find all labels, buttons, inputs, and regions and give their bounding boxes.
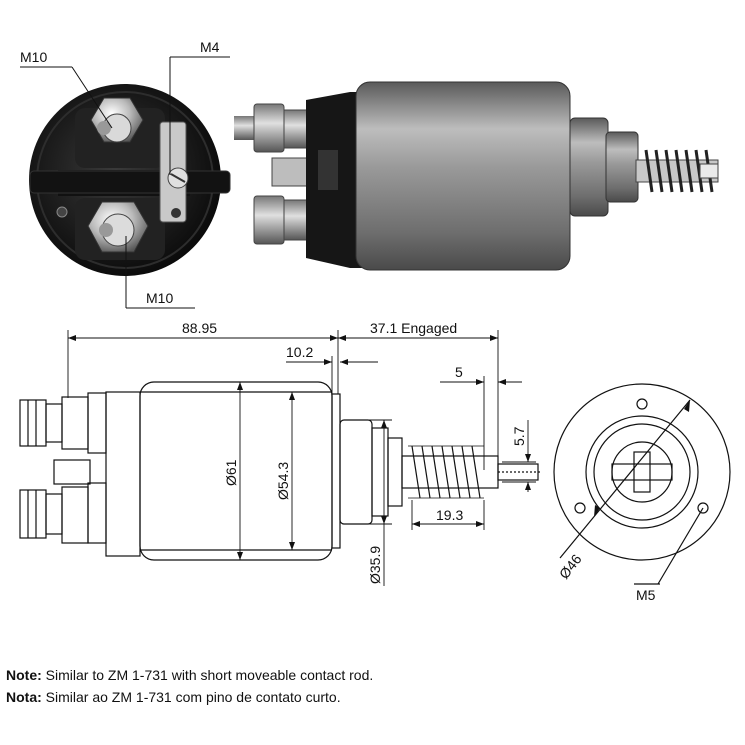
notes: Note: Similar to ZM 1-731 with short mov… (6, 664, 373, 708)
dim-bolt-circle: Ø46 (556, 551, 585, 582)
front-arrows (594, 400, 690, 517)
dimension-arrows (68, 335, 531, 560)
label-m10-bottom: M10 (146, 290, 173, 306)
dim-spring-len: 19.3 (436, 507, 463, 523)
side-view-photo (234, 81, 719, 271)
label-m10-top: M10 (20, 49, 47, 65)
note-english: Note: Similar to ZM 1-731 with short mov… (6, 667, 374, 683)
dim-inner-dia: Ø54.3 (275, 462, 291, 500)
dim-body-dia: Ø61 (223, 459, 239, 486)
dim-nose-dia: Ø35.9 (367, 546, 383, 584)
m4-screw-icon (56, 121, 189, 223)
m10-bottom-bolt-icon (87, 201, 149, 253)
dim-overall-length: 88.95 (182, 320, 217, 336)
photo-labels (20, 56, 230, 309)
m10-top-bolt-icon (90, 97, 144, 143)
label-m5: M5 (636, 587, 656, 603)
spring-icon (644, 149, 714, 193)
note-portuguese: Nota: Similar ao ZM 1-731 com pino de co… (6, 689, 341, 705)
dim-stroke: 5 (455, 364, 463, 380)
dimension-lines (67, 330, 536, 586)
dim-engaged: 37.1 Engaged (370, 320, 457, 336)
dim-rod-width: 5.7 (511, 426, 527, 446)
end-view-photo (29, 84, 231, 276)
front-drawing (553, 383, 731, 585)
label-m4: M4 (200, 39, 220, 55)
dim-flange: 10.2 (286, 344, 313, 360)
side-drawing (19, 381, 540, 561)
